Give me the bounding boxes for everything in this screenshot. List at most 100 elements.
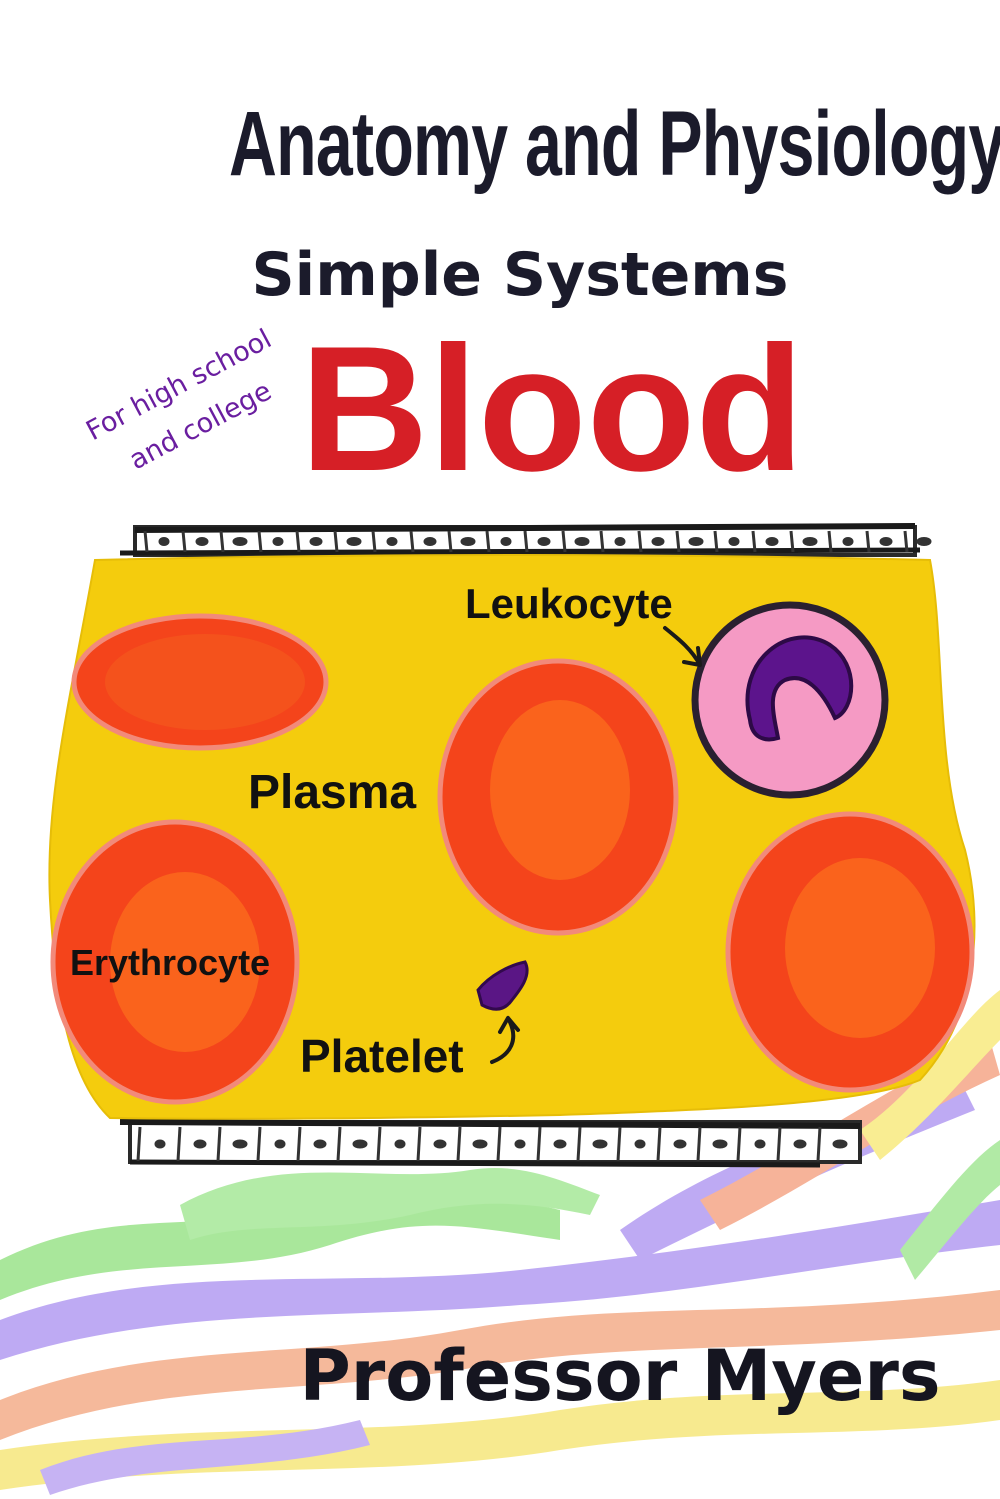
book-subtitle: Simple Systems [251, 240, 789, 310]
vessel-cell-divider [637, 530, 643, 553]
vessel-cell-divider [736, 1126, 742, 1162]
vessel-cell-nucleus [394, 1139, 406, 1149]
erythrocyte-top-left [71, 613, 329, 751]
vessel-cell-divider [257, 530, 263, 553]
vessel-cell-divider [485, 530, 491, 553]
vessel-cell-nucleus [765, 537, 779, 546]
vessel-cell-nucleus [158, 537, 170, 546]
vessel-cell-nucleus [592, 1139, 608, 1149]
vessel-cell-nucleus [916, 537, 932, 546]
vessel-cell-divider [256, 1126, 262, 1162]
vessel-cell-divider [496, 1126, 502, 1162]
stroke-purple-1 [0, 1200, 1000, 1360]
erythrocyte-center [437, 658, 679, 936]
vessel-cell-nucleus [832, 1139, 848, 1149]
label-plasma: Plasma [248, 766, 416, 819]
vessel-cell-nucleus [386, 537, 398, 546]
vessel-cell-nucleus [728, 537, 740, 546]
vessel-cell-divider [409, 530, 415, 553]
vessel-cell-divider [751, 530, 757, 553]
vessel-cell-nucleus [553, 1139, 567, 1149]
vessel-cell-divider [576, 1126, 582, 1162]
vessel-cell-divider [216, 1126, 222, 1162]
vessel-cell-divider [371, 530, 377, 553]
stroke-green-1 [0, 1184, 560, 1300]
vessel-cell-nucleus [574, 537, 590, 546]
vessel-cell-nucleus [346, 537, 362, 546]
vessel-cell-divider [219, 530, 225, 553]
stroke-green-3 [900, 1140, 1000, 1280]
label-leukocyte: Leukocyte [465, 580, 673, 627]
vessel-cell-divider [816, 1126, 822, 1162]
platelet-cell [476, 960, 529, 1011]
topic-heading: Blood [300, 309, 805, 508]
vessel-cell-divider [903, 530, 909, 553]
vessel-cell-nucleus [272, 537, 284, 546]
vessel-cell-nucleus [500, 537, 512, 546]
vessel-cell-divider [656, 1126, 662, 1162]
vessel-cell-divider [713, 530, 719, 553]
vessel-cell-nucleus [232, 537, 248, 546]
vessel-cell-nucleus [842, 537, 854, 546]
vessel-cell-divider [675, 530, 681, 553]
vessel-cell-nucleus [879, 537, 893, 546]
vessel-cell-nucleus [309, 537, 323, 546]
vessel-cell-nucleus [802, 537, 818, 546]
vessel-cell-divider [616, 1126, 622, 1162]
vessel-wall-bottom [119, 1119, 862, 1168]
vessel-cell-nucleus [537, 537, 551, 546]
vessel-cell-divider [456, 1126, 462, 1162]
leukocyte-nucleus [745, 635, 854, 742]
vessel-cell-nucleus [195, 537, 209, 546]
author-name: Professor Myers [299, 1335, 941, 1417]
vessel-cell-nucleus [793, 1139, 807, 1149]
vessel-cell-divider [296, 1126, 302, 1162]
vessel-cell-divider [447, 530, 453, 553]
vessel-cell-divider [776, 1126, 782, 1162]
vessel-cell-nucleus [712, 1139, 728, 1149]
vessel-cell-nucleus [154, 1139, 166, 1149]
vessel-cell-divider [561, 530, 567, 553]
vessel-cell-divider [333, 530, 339, 553]
vessel-cell-nucleus [614, 537, 626, 546]
stroke-green-2 [180, 1168, 600, 1240]
vessel-cell-divider [827, 530, 833, 553]
vessel-cell-nucleus [651, 537, 665, 546]
vessel-cell-divider [789, 530, 795, 553]
vessel-cell-nucleus [193, 1139, 207, 1149]
vessel-cell-nucleus [352, 1139, 368, 1149]
vessel-cell-divider [376, 1126, 382, 1162]
vessel-cell-divider [523, 530, 529, 553]
vessel-cell-nucleus [232, 1139, 248, 1149]
vessel-cell-nucleus [313, 1139, 327, 1149]
vessel-cell-nucleus [433, 1139, 447, 1149]
vessel-cell-divider [295, 530, 301, 553]
vessel-cell-divider [865, 530, 871, 553]
vessel-cell-divider [599, 530, 605, 553]
stroke-salmon-1 [0, 1290, 1000, 1440]
stroke-purple-3 [40, 1420, 370, 1495]
leukocyte-cell [691, 601, 889, 799]
vessel-cell-nucleus [423, 537, 437, 546]
platelet-arrow [490, 1016, 520, 1064]
label-erythrocyte: Erythrocyte [70, 942, 270, 983]
vessel-cell-nucleus [754, 1139, 766, 1149]
vessel-cell-divider [143, 530, 149, 553]
vessel-wall-top [119, 523, 932, 557]
vessel-cell-divider [536, 1126, 542, 1162]
vessel-cell-nucleus [688, 537, 704, 546]
vessel-cell-divider [696, 1126, 702, 1162]
vessel-cell-nucleus [274, 1139, 286, 1149]
vessel-cell-divider [136, 1126, 142, 1162]
label-platelet: Platelet [300, 1030, 464, 1082]
vessel-cell-nucleus [514, 1139, 526, 1149]
vessel-cell-divider [181, 530, 187, 553]
erythrocyte-bottom-left [50, 819, 300, 1105]
vessel-cell-divider [416, 1126, 422, 1162]
vessel-cell-divider [336, 1126, 342, 1162]
leukocyte-arrow [663, 626, 702, 667]
stroke-yellow-2 [860, 990, 1000, 1160]
